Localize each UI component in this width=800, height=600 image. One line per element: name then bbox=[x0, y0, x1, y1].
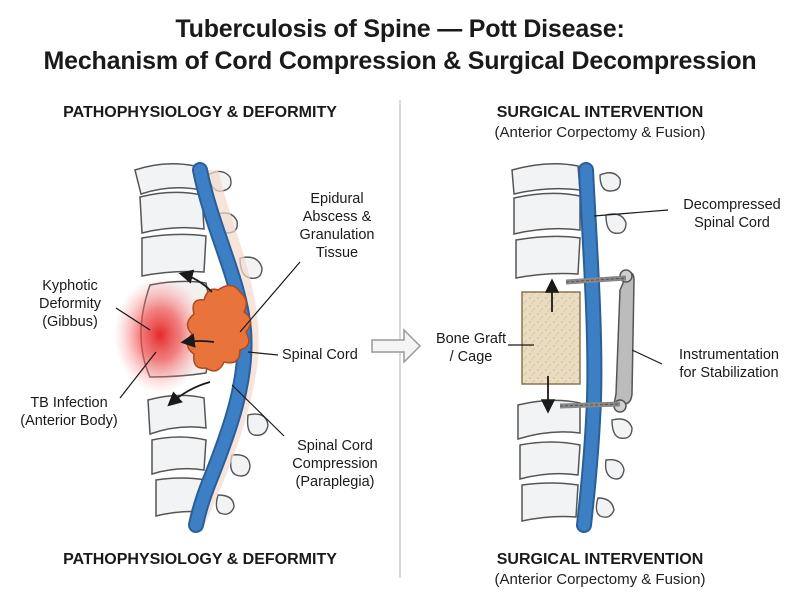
right-spinal-cord bbox=[578, 164, 601, 531]
label-spinal-cord: Spinal Cord bbox=[282, 347, 358, 363]
label-epidural-abscess: Epidural Abscess & Granulation Tissue bbox=[299, 191, 375, 261]
panel-divider bbox=[399, 100, 401, 578]
label-kyphotic-deformity: Kyphotic Deformity (Gibbus) bbox=[38, 278, 102, 330]
left-spinal-cord bbox=[190, 164, 251, 531]
page-title-line-1: Tuberculosis of Spine — Pott Disease: bbox=[175, 15, 625, 43]
label-tb-infection: TB Infection (Anterior Body) bbox=[20, 395, 118, 429]
left-panel-footer: PATHOPHYSIOLOGY & DEFORMITY bbox=[63, 551, 337, 568]
right-panel-heading: SURGICAL INTERVENTION bbox=[496, 104, 704, 121]
right-panel-subheading: (Anterior Corpectomy & Fusion) bbox=[494, 124, 706, 141]
right-panel-footer-sub: (Anterior Corpectomy & Fusion) bbox=[494, 571, 706, 588]
instrumentation-hardware bbox=[559, 269, 635, 413]
left-spine bbox=[114, 162, 269, 533]
page-title-line-2: Mechanism of Cord Compression & Surgical… bbox=[43, 47, 757, 75]
left-panel-heading: PATHOPHYSIOLOGY & DEFORMITY bbox=[63, 104, 337, 121]
infection-glow bbox=[114, 277, 206, 393]
right-spine bbox=[511, 162, 635, 533]
label-decompressed-cord: Decompressed Spinal Cord bbox=[683, 197, 781, 231]
label-cord-compression: Spinal Cord Compression (Paraplegia) bbox=[292, 438, 378, 490]
label-bone-graft: Bone Graft / Cage bbox=[435, 331, 507, 365]
bone-graft-cage bbox=[521, 291, 581, 385]
label-instrumentation: Instrumentation for Stabilization bbox=[679, 347, 779, 381]
right-panel-footer: SURGICAL INTERVENTION bbox=[496, 551, 704, 568]
epidural-abscess bbox=[186, 284, 252, 372]
transition-arrow bbox=[371, 328, 422, 364]
